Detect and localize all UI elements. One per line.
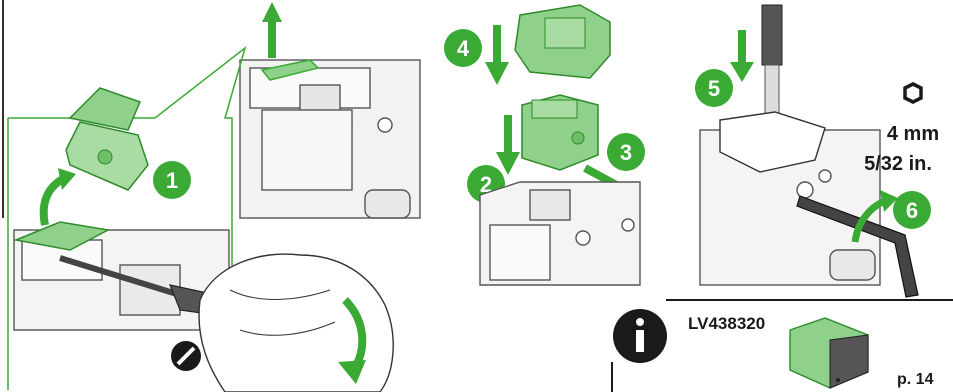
down-arrow-2	[496, 115, 520, 175]
hex-key-vertical	[762, 5, 782, 130]
removed-cover	[66, 88, 148, 190]
size-metric-label: 4 mm	[887, 123, 939, 145]
down-arrow-5	[730, 30, 754, 82]
svg-text:1: 1	[166, 168, 178, 193]
flat-screwdriver-icon	[171, 341, 201, 371]
step-6-badge: 6	[893, 191, 931, 229]
svg-text:4: 4	[457, 36, 470, 61]
hexagon-icon	[905, 84, 921, 102]
up-arrow	[262, 2, 282, 58]
size-imperial-label: 5/32 in.	[864, 153, 932, 175]
cage-connector	[522, 95, 598, 170]
breaker-device-top	[240, 60, 420, 218]
step-4-badge: 4	[444, 29, 482, 67]
panel-install-connector: 4 2	[444, 5, 645, 285]
page-reference: p. 14	[897, 371, 934, 388]
svg-text:5: 5	[708, 76, 720, 101]
info-icon	[613, 309, 667, 363]
step-3-badge: 3	[607, 133, 645, 171]
down-arrow-4	[485, 25, 509, 85]
hand-illustration	[199, 254, 393, 392]
info-box: LV438320 p. 14	[612, 300, 953, 392]
module-illustration	[790, 318, 868, 388]
breaker-device-right	[700, 112, 880, 285]
connector-cover	[515, 5, 610, 78]
panel-tighten-screw: 5 6	[695, 5, 939, 297]
panel-remove-cover: 1	[3, 0, 420, 392]
step-1-badge: 1	[153, 161, 191, 199]
step-5-badge: 5	[695, 69, 733, 107]
breaker-device-middle	[480, 182, 640, 285]
svg-text:6: 6	[906, 198, 918, 223]
svg-text:3: 3	[620, 140, 632, 165]
reference-label: LV438320	[688, 314, 765, 333]
